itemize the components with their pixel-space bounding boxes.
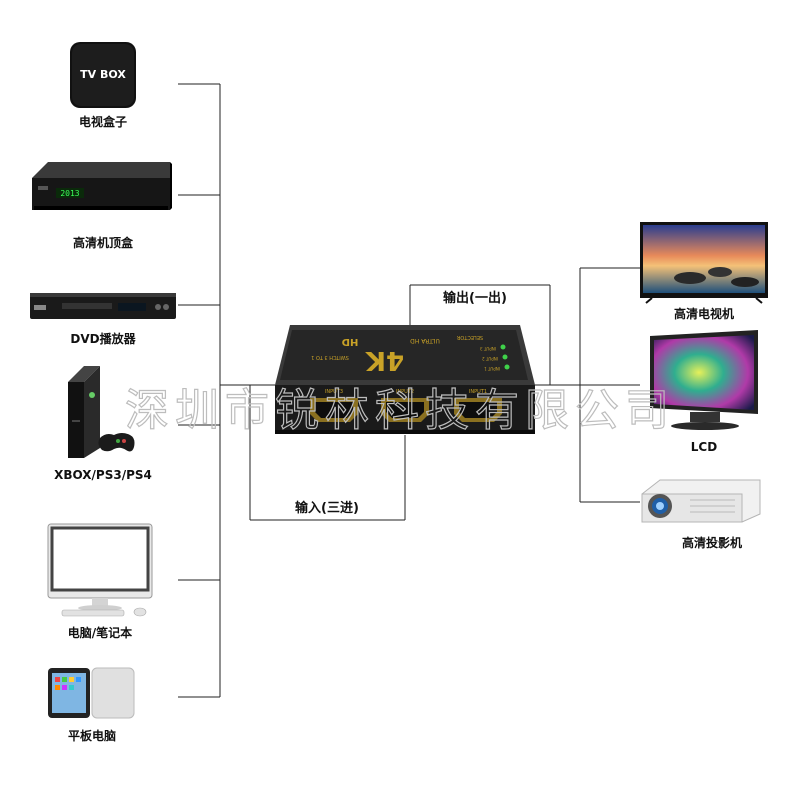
switch-title: HD [342, 336, 359, 347]
output-wiring [409, 267, 640, 503]
game-console-icon [68, 366, 135, 458]
source-label-computer: 电脑/笔记本 [68, 625, 132, 640]
hd-tv-icon [640, 222, 768, 304]
output-label-projector: 高清投影机 [682, 535, 742, 550]
watermark: 深圳市锐林科技有限公司 [125, 385, 675, 436]
tv-box-device-text: TV BOX [80, 68, 126, 81]
svg-text:INPUT3: INPUT3 [325, 389, 343, 395]
indicator-label-3: INPUT 3 [480, 346, 496, 351]
projector-icon [641, 479, 761, 523]
input-label: 输入(三进) [295, 500, 359, 516]
tv-box-icon: TV BOX [70, 42, 136, 108]
switch-subtitle: 4K [365, 345, 404, 375]
desktop-computer-icon [47, 523, 153, 617]
indicator-label-2: INPUT 2 [482, 356, 498, 361]
svg-text:INPUT1: INPUT1 [469, 389, 487, 395]
source-label-tablet: 平板电脑 [68, 728, 116, 743]
indicator-label-1: INPUT 1 [484, 366, 500, 371]
hdmi-port-input2: INPUT2 [381, 389, 429, 422]
hdmi-port-input3: INPUT3 [310, 389, 358, 422]
set-top-box-icon: 2013 [32, 162, 172, 210]
output-label-lcd: LCD [691, 440, 717, 454]
svg-text:INPUT2: INPUT2 [396, 389, 414, 395]
hdmi-switch: 4K HD ULTRA HD SWITCH 3 TO 1 SELECTOR IN… [275, 325, 535, 434]
source-label-set-top-box: 高清机顶盒 [73, 235, 134, 250]
source-label-tv-box: 电视盒子 [79, 114, 127, 129]
source-wiring [178, 83, 275, 698]
indicator-led-3 [504, 364, 510, 370]
indicator-led-2 [502, 354, 508, 360]
switch-selector-label: SELECTOR [456, 334, 483, 340]
switch-line2: SWITCH 3 TO 1 [311, 354, 349, 360]
set-top-box-display: 2013 [60, 189, 79, 198]
dvd-player-icon [30, 293, 176, 319]
lcd-monitor-icon [650, 330, 758, 430]
output-label-tv: 高清电视机 [674, 306, 734, 321]
tablet-icon [48, 667, 135, 719]
switch-line1: ULTRA HD [410, 337, 440, 344]
source-label-game-console: XBOX/PS3/PS4 [54, 468, 152, 482]
output-label: 输出(一出) [443, 290, 507, 306]
hdmi-port-input1: INPUT1 [454, 389, 502, 422]
indicator-led-1 [500, 344, 506, 350]
input-wiring [249, 385, 406, 521]
source-label-dvd: DVD播放器 [70, 331, 136, 346]
